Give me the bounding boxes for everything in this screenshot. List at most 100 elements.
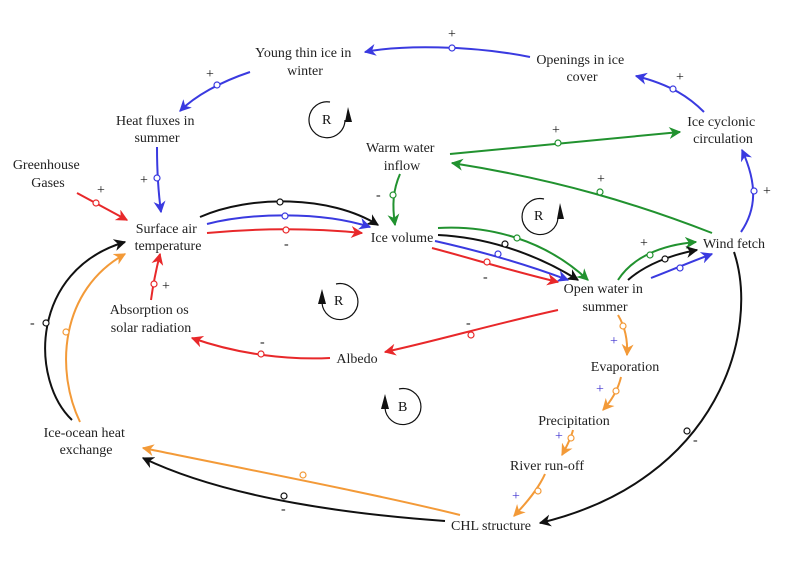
edge-open-water-to-evaporation [617, 314, 634, 357]
node-ice-volume: Ice volume [371, 231, 434, 246]
edge-ice-ocean-to-surface-air-orange [65, 253, 127, 423]
sign-plus: + [676, 70, 684, 85]
edge-river-runoff-to-chl [513, 473, 546, 517]
loop-indicator-r-top: R [308, 101, 352, 139]
sign-minus: - [284, 237, 289, 252]
sign-minus: - [30, 316, 35, 331]
loop-arrow-icon [557, 203, 564, 219]
edge-wind-fetch-to-cyclonic [740, 148, 755, 233]
loop-label: B [398, 400, 407, 415]
edge-dot [596, 188, 604, 196]
sign-plus: + [555, 429, 563, 444]
node-openings-in-ice-cover: Openings in ice cover [536, 53, 627, 85]
sign-minus: - [281, 502, 286, 517]
edge-evaporation-to-precipitation [602, 376, 622, 411]
node-surface-air-temperature: Surface air temperature [135, 222, 202, 254]
sign-plus: + [448, 27, 456, 42]
edge-ice-volume-to-open-water-blue [434, 240, 570, 282]
node-albedo: Albedo [336, 352, 377, 367]
node-river-runoff: River run-off [510, 459, 584, 474]
sign-plus: + [206, 67, 214, 82]
edge-young-ice-to-heat-fluxes [179, 71, 251, 112]
loop-arrow-icon [318, 289, 326, 304]
sign-plus: + [596, 382, 604, 397]
node-young-thin-ice: Young thin ice in winter [255, 46, 355, 79]
node-greenhouse-gases: Greenhouse Gases [13, 158, 83, 191]
edge-dot [669, 85, 677, 93]
loop-label: R [322, 113, 332, 128]
edge-dot [534, 487, 542, 495]
loop-arrow-icon [381, 394, 389, 409]
edge-dot [282, 226, 290, 234]
edge-dot [513, 234, 521, 242]
node-warm-water-inflow: Warm water inflow [366, 141, 438, 174]
edge-dot [619, 322, 627, 330]
node-open-water-in-summer: Open water in summer [564, 282, 647, 315]
loop-indicator-r-right: R [521, 197, 564, 236]
node-ice-cyclonic-circulation: Ice cyclonic circulation [687, 115, 759, 147]
node-chl-structure: CHL structure [451, 519, 531, 534]
sign-plus: + [610, 334, 618, 349]
edge-precipitation-to-river-runoff [561, 429, 574, 457]
edge-surface-air-to-ice-volume-blue [206, 214, 372, 230]
sign-plus: + [597, 172, 605, 187]
edge-openings-to-young-ice [363, 44, 531, 58]
edge-absorption-to-surface-air [150, 252, 164, 301]
loop-arrow-icon [345, 107, 352, 122]
sign-minus: - [466, 316, 471, 331]
edge-open-water-to-wind-fetch-black [627, 246, 699, 281]
edge-warm-water-to-cyclonic [449, 127, 682, 155]
edge-dot [612, 387, 620, 395]
edge-dot [281, 212, 289, 220]
edge-surface-air-to-ice-volume-black [199, 200, 380, 226]
edge-dot [494, 250, 502, 258]
edge-dot [554, 139, 562, 147]
sign-minus: - [376, 188, 381, 203]
edge-dot [153, 174, 161, 182]
edge-dot [276, 198, 284, 206]
edge-dot [389, 191, 397, 199]
sign-plus: + [640, 236, 648, 251]
edge-dot [501, 240, 509, 248]
edge-chl-to-ice-ocean-black [141, 457, 446, 522]
edge-dot [92, 199, 100, 207]
edge-wind-fetch-to-chl [538, 251, 743, 527]
edge-chl-to-ice-ocean-orange [141, 444, 461, 516]
edge-dot [448, 44, 456, 52]
node-wind-fetch: Wind fetch [703, 237, 765, 252]
edge-dot [483, 258, 491, 266]
edge-dot [150, 280, 158, 288]
node-heat-fluxes: Heat fluxes in summer [116, 114, 198, 146]
sign-plus: + [140, 173, 148, 188]
edge-dot [676, 264, 684, 272]
edge-dot [683, 427, 691, 435]
sign-plus: + [162, 279, 170, 294]
sign-minus: - [260, 335, 265, 350]
edge-dot [661, 255, 669, 263]
edge-greenhouse-to-surface-air [76, 192, 129, 221]
edge-wind-fetch-to-warm-water [450, 158, 713, 234]
edge-dot [62, 328, 70, 336]
sign-minus: - [693, 433, 698, 448]
sign-plus: + [763, 184, 771, 199]
sign-plus: + [97, 183, 105, 198]
node-precipitation: Precipitation [538, 414, 610, 429]
sign-plus: + [512, 489, 520, 504]
edge-dot [750, 187, 758, 195]
edge-open-water-to-albedo [383, 309, 559, 356]
edge-ice-volume-to-open-water-red [431, 247, 560, 286]
sign-minus: - [483, 270, 488, 285]
edge-dot [213, 81, 221, 89]
node-evaporation: Evaporation [591, 360, 659, 375]
loop-indicator-b: B [381, 387, 422, 426]
node-absorption-solar-radiation: Absorption os solar radiation [110, 303, 192, 336]
edge-dot [646, 251, 654, 259]
edge-dot [42, 319, 50, 327]
edge-dot [257, 350, 265, 358]
edge-dot [280, 492, 288, 500]
loop-label: R [334, 294, 344, 309]
edge-dot [299, 471, 307, 479]
loop-label: R [534, 209, 544, 224]
loop-indicator-r-center: R [318, 282, 359, 321]
